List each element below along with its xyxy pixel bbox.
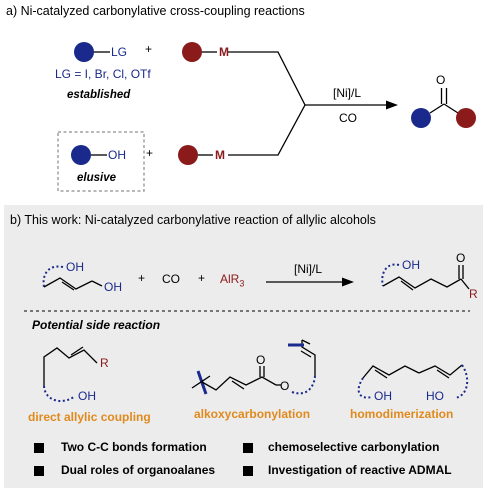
bullet-square — [34, 443, 44, 453]
plus-sign: + — [198, 271, 206, 285]
feature-item: Investigation of reactive ADMAL — [268, 463, 452, 477]
plus-sign: + — [145, 42, 153, 56]
carbonyl-o: O — [256, 353, 266, 367]
bullet-square — [243, 443, 253, 453]
oh-label: OH — [374, 389, 392, 403]
feature-item: Two C-C bonds formation — [61, 440, 207, 454]
m-label: M — [215, 148, 225, 162]
co-label: CO — [339, 111, 357, 125]
side-reaction-label: direct allylic coupling — [28, 410, 151, 424]
red-sphere — [178, 145, 198, 165]
section-a-scheme — [57, 42, 476, 192]
ho-label: HO — [426, 389, 444, 403]
section-b-title: b) This work: Ni-catalyzed carbonylative… — [10, 213, 376, 227]
alr3-reagent: AlR3 — [220, 272, 245, 289]
plus-sign: + — [146, 146, 154, 160]
r-group: R — [469, 287, 478, 301]
blue-sphere — [411, 108, 431, 128]
ester-o: O — [280, 379, 290, 393]
bullet-square — [34, 466, 44, 476]
red-sphere — [456, 108, 476, 128]
bullet-square — [243, 466, 253, 476]
feature-item: chemoselective carbonylation — [268, 440, 440, 454]
r-group: R — [100, 356, 109, 370]
blue-sphere — [71, 145, 91, 165]
side-reaction-label: alkoxycarbonylation — [194, 407, 311, 421]
blue-sphere — [74, 42, 94, 62]
red-sphere — [182, 42, 202, 62]
section-a-title: a) Ni-catalyzed carbonylative cross-coup… — [6, 4, 305, 18]
carbonyl-o: O — [456, 251, 466, 265]
oh-label: OH — [108, 148, 126, 162]
m-label: M — [219, 45, 229, 59]
established-label: established — [67, 89, 131, 101]
elusive-label: elusive — [77, 172, 116, 184]
section-b-panel — [4, 205, 483, 488]
side-reaction-heading: Potential side reaction — [32, 318, 161, 332]
side-reaction-label: homodimerization — [350, 407, 454, 421]
lg-options: LG = I, Br, Cl, OTf — [55, 67, 151, 81]
elusive-box — [57, 131, 145, 192]
oh-label: OH — [66, 260, 84, 274]
co-label: CO — [162, 272, 180, 286]
plus-sign: + — [138, 271, 146, 285]
catalyst-label: [Ni]/L — [294, 262, 323, 276]
catalyst-label: [Ni]/L — [333, 86, 362, 100]
lg-label: LG — [111, 45, 128, 59]
carbonyl-o: O — [436, 73, 446, 87]
oh-label: OH — [402, 258, 420, 272]
oh-label: OH — [78, 389, 96, 403]
oh-label: OH — [104, 280, 122, 294]
feature-item: Dual roles of organoalanes — [61, 463, 216, 477]
